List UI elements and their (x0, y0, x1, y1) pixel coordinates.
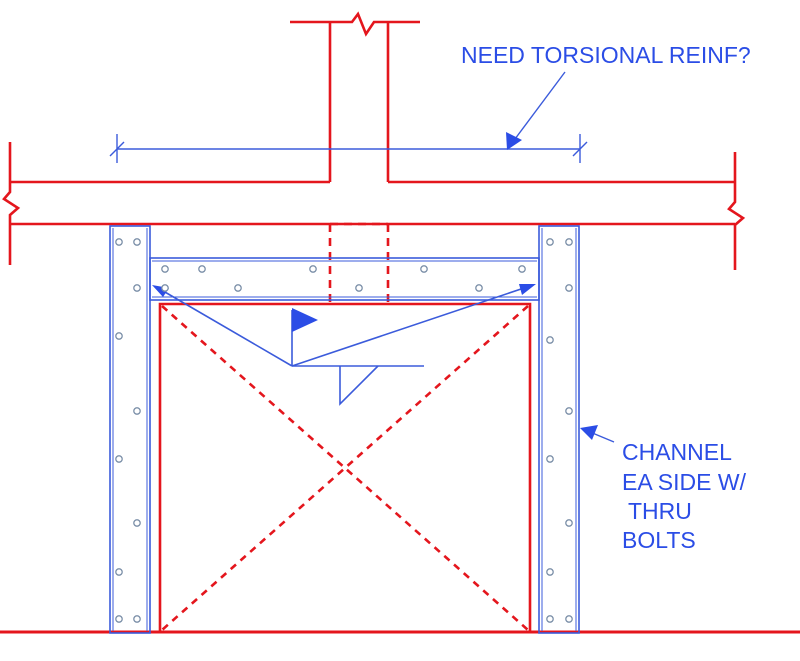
bolt (420, 265, 428, 273)
right-channel (538, 225, 580, 634)
steel-members (109, 225, 580, 634)
bolt (115, 238, 123, 246)
fillet-weld-symbol (339, 365, 379, 406)
header-channel (149, 257, 540, 301)
channel-note-line-1: CHANNEL (622, 439, 732, 465)
bolt (518, 265, 526, 273)
bolt (133, 407, 141, 415)
bolt (546, 568, 554, 576)
beam-left-break (2, 142, 21, 265)
weld-leader-right (291, 285, 531, 367)
bolts (115, 238, 573, 623)
bolt (475, 284, 483, 292)
channel-leader-arrowhead (580, 425, 598, 440)
field-weld-flag (292, 308, 318, 332)
beam-right-break (727, 152, 746, 270)
bolt (546, 615, 554, 623)
bolt (565, 615, 573, 623)
channel-note-line-2: EA SIDE W/ (622, 469, 747, 495)
bolt (161, 284, 169, 292)
bolt (565, 238, 573, 246)
concrete-structure (0, 11, 800, 634)
left-channel (109, 225, 151, 634)
torsion-leader-arrowhead (506, 132, 522, 150)
bolt (115, 455, 123, 463)
leader-arrowhead-right (519, 284, 536, 295)
channel-note-line-3: THRU (622, 498, 692, 524)
bolt (546, 336, 554, 344)
bolt (355, 284, 363, 292)
channel-callout: CHANNEL EA SIDE W/ THRU BOLTS (580, 425, 747, 553)
bolt (546, 455, 554, 463)
bolt (234, 284, 242, 292)
torsion-dimension-line (109, 134, 588, 163)
upper-column (290, 11, 420, 182)
opening-diagonals (161, 305, 529, 631)
bolt (161, 265, 169, 273)
bolt (133, 284, 141, 292)
bolt (309, 265, 317, 273)
bolt (565, 519, 573, 527)
bolt (546, 238, 554, 246)
bolt (133, 238, 141, 246)
bolt (133, 519, 141, 527)
torsion-callout: NEED TORSIONAL REINF? (461, 42, 751, 150)
bolt (115, 568, 123, 576)
opening-frame (158, 302, 532, 632)
bolt (565, 284, 573, 292)
bolt (115, 615, 123, 623)
torsion-leader-line (511, 71, 566, 144)
torsion-note: NEED TORSIONAL REINF? (461, 42, 751, 68)
weld-leader-left (157, 287, 293, 367)
bolt (115, 332, 123, 340)
bolt (133, 615, 141, 623)
hidden-column-lines (328, 222, 390, 302)
bolt (565, 407, 573, 415)
channel-note-line-4: BOLTS (622, 527, 696, 553)
bolt (198, 265, 206, 273)
